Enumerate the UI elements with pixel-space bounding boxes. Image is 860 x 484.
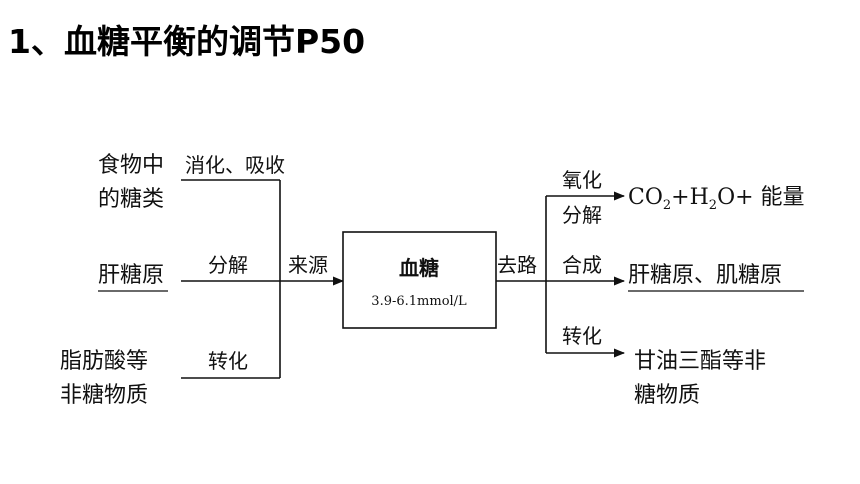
synthesis-process-label: 合成 <box>562 253 602 277</box>
oxidation-process-line1: 氧化 <box>562 168 602 192</box>
output-oxidation: 氧化 分解 CO2+H2O+ 能量 <box>546 168 805 227</box>
source-liver-glycogen: 肝糖原 分解 <box>98 253 248 292</box>
conversion-result-line2: 糖物质 <box>634 383 700 408</box>
source-fat: 脂肪酸等 非糖物质 转化 <box>60 349 280 408</box>
glycogen-label: 肝糖原 <box>98 263 164 288</box>
conversion-result-line1: 甘油三酯等非 <box>634 349 766 374</box>
food-process-label: 消化、吸收 <box>185 153 285 177</box>
oxidation-process-line2: 分解 <box>562 203 602 227</box>
blood-sugar-range: 3.9-6.1mmol/L <box>371 294 467 309</box>
destination-label: 去路 <box>497 253 537 277</box>
conversion-process-label: 转化 <box>562 324 602 348</box>
blood-sugar-box: 血糖 3.9-6.1mmol/L <box>342 231 497 329</box>
page-title: 1、血糖平衡的调节P50 <box>8 22 366 61</box>
source-food: 食物中 的糖类 消化、吸收 <box>98 153 285 212</box>
synthesis-result: 肝糖原、肌糖原 <box>628 263 782 288</box>
fat-label-line2: 非糖物质 <box>60 383 148 408</box>
fat-label-line1: 脂肪酸等 <box>60 349 148 374</box>
fat-process-label: 转化 <box>208 349 248 373</box>
blood-sugar-title: 血糖 <box>399 256 439 280</box>
output-conversion: 转化 甘油三酯等非 糖物质 <box>546 324 766 408</box>
glycogen-process-label: 分解 <box>208 253 248 277</box>
source-label: 来源 <box>288 253 328 277</box>
output-synthesis: 合成 肝糖原、肌糖原 <box>546 253 804 292</box>
food-label-line1: 食物中 <box>98 153 164 178</box>
food-label-line2: 的糖类 <box>98 187 164 212</box>
oxidation-result: CO2+H2O+ 能量 <box>628 185 805 213</box>
